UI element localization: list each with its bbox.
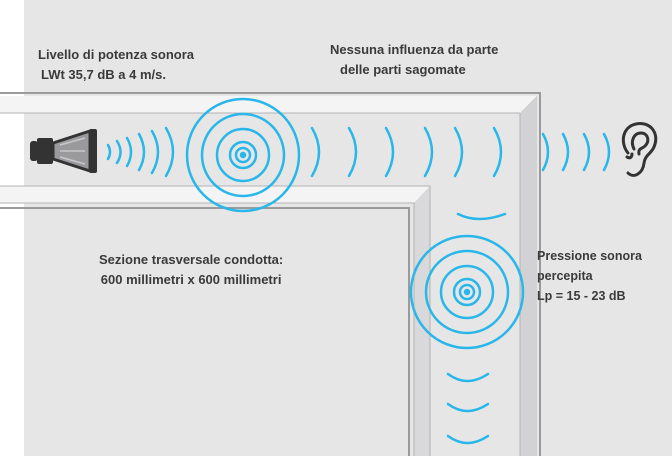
sound-power-line2: LWt 35,7 dB a 4 m/s.	[41, 67, 166, 82]
perceived-pressure-line1: Pressione sonora	[537, 249, 642, 263]
loudspeaker-icon	[30, 129, 97, 173]
perceived-pressure-label: Pressione sonora percepita Lp = 15 - 23 …	[537, 246, 642, 306]
duct-section-line2: 600 millimetri x 600 millimetri	[100, 272, 282, 287]
duct-section-line1: Sezione trasversale condotta:	[99, 252, 284, 267]
sound-wave-arcs-vertical	[446, 212, 507, 445]
no-influence-label: Nessuna influenza da parte delle parti s…	[330, 40, 498, 80]
ear-icon	[621, 122, 658, 177]
sound-power-label: Livello di potenza sonora LWt 35,7 dB a …	[38, 45, 194, 85]
perceived-pressure-line3: Lp = 15 - 23 dB	[537, 289, 626, 303]
duct-section-label: Sezione trasversale condotta: 600 millim…	[99, 250, 283, 290]
sound-wave-rings-source	[185, 97, 301, 213]
perceived-pressure-line2: percepita	[537, 269, 593, 283]
duct-outer-wall	[0, 92, 541, 456]
no-influence-line2: delle parti sagomate	[340, 62, 466, 77]
sound-wave-rings-corner	[409, 234, 525, 350]
duct-outer-wall-bevel	[0, 96, 537, 456]
diagram-background	[24, 0, 672, 456]
no-influence-line1: Nessuna influenza da parte	[330, 42, 499, 57]
sound-wave-arcs-horizontal	[106, 126, 611, 178]
sound-power-line1: Livello di potenza sonora	[38, 47, 195, 62]
duct-inner-wall	[0, 185, 431, 456]
